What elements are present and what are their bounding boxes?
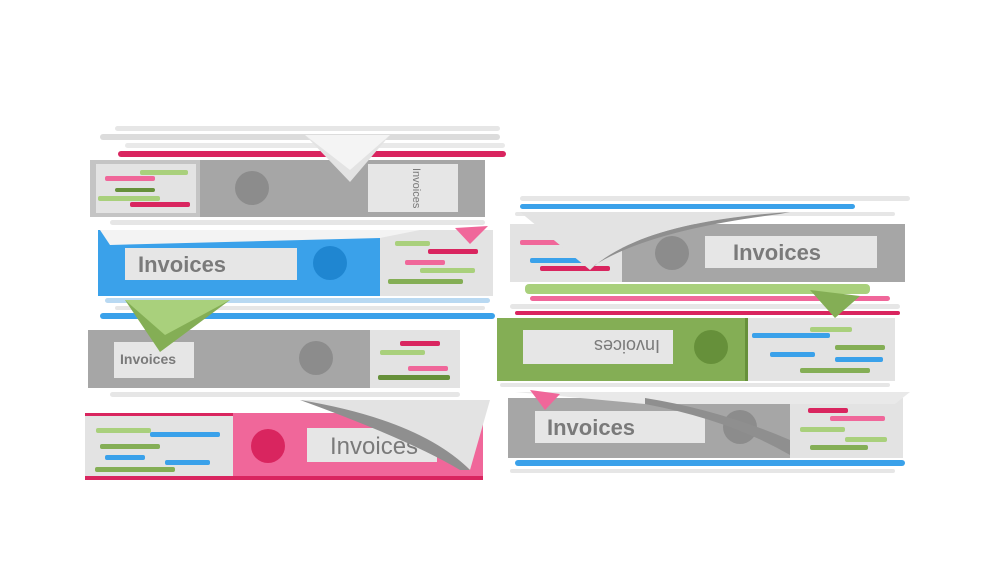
binder-left-2: Invoices: [98, 226, 493, 303]
binder-ring-hole: [313, 246, 347, 280]
binder-ring-hole: [655, 236, 689, 270]
binder-left-4: Invoices: [85, 400, 490, 480]
binder-label-right-3: Invoices: [547, 415, 635, 440]
binder-right-2: Invoices: [497, 290, 895, 387]
binder-label-left-3: Invoices: [120, 351, 176, 367]
binder-label-right-1: Invoices: [733, 240, 821, 265]
loose-papers-top-left: [100, 126, 506, 157]
right-binder-stack: Invoices Invoices: [497, 196, 910, 473]
binder-ring-hole: [235, 171, 269, 205]
binder-ring-hole: [299, 341, 333, 375]
binder-left-1: Invoices: [90, 135, 485, 217]
binder-ring-hole: [694, 330, 728, 364]
binder-label-left-2: Invoices: [138, 252, 226, 277]
binder-right-1: Invoices: [510, 212, 905, 282]
binder-right-3: Invoices: [508, 390, 910, 473]
binder-ring-hole: [251, 429, 285, 463]
binder-label-left-1: Invoices: [410, 168, 422, 209]
binder-label-right-2: Invoices: [594, 336, 660, 356]
binder-left-3: Invoices: [88, 300, 460, 397]
left-binder-stack: Invoices Invoices: [85, 126, 506, 480]
